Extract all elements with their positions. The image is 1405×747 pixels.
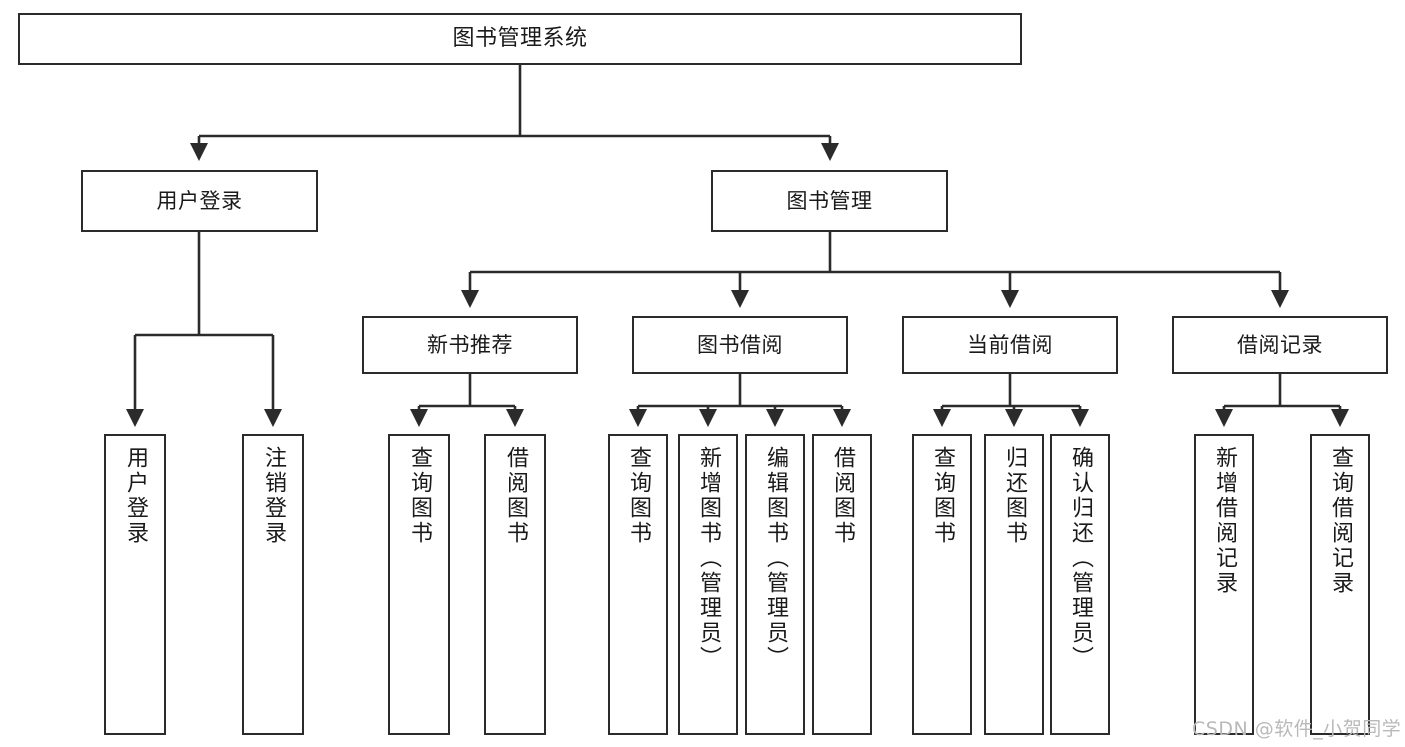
node-label: 新增图书（管理员） <box>696 446 721 671</box>
node-label: 当前借阅 <box>967 332 1053 357</box>
node-label: 归还图书 <box>1002 446 1027 546</box>
leaf-add-book[interactable]: 新增图书（管理员） <box>678 434 738 735</box>
node-borrow-records[interactable]: 借阅记录 <box>1172 316 1388 374</box>
leaf-query-book-recommend[interactable]: 查询图书 <box>388 434 450 735</box>
leaf-query-book-borrow[interactable]: 查询图书 <box>608 434 668 735</box>
leaf-add-borrow-record[interactable]: 新增借阅记录 <box>1194 434 1254 735</box>
node-label: 编辑图书（管理员） <box>763 446 788 671</box>
node-label: 新书推荐 <box>427 332 513 357</box>
leaf-user-logout[interactable]: 注销登录 <box>242 434 304 735</box>
node-root-system[interactable]: 图书管理系统 <box>18 13 1022 65</box>
node-new-book-recommend[interactable]: 新书推荐 <box>362 316 578 374</box>
leaf-query-borrow-record[interactable]: 查询借阅记录 <box>1310 434 1370 735</box>
leaf-confirm-return[interactable]: 确认归还（管理员） <box>1050 434 1110 735</box>
node-label: 新增借阅记录 <box>1212 446 1237 596</box>
leaf-borrow-book-recommend[interactable]: 借阅图书 <box>484 434 546 735</box>
node-label: 确认归还（管理员） <box>1068 446 1093 671</box>
node-label: 用户登录 <box>156 188 243 213</box>
node-label: 图书管理系统 <box>452 26 588 52</box>
node-label: 查询图书 <box>930 446 955 546</box>
leaf-user-login[interactable]: 用户登录 <box>104 434 166 735</box>
node-user-login[interactable]: 用户登录 <box>81 170 318 232</box>
leaf-borrow-book[interactable]: 借阅图书 <box>812 434 872 735</box>
node-label: 查询图书 <box>626 446 651 546</box>
node-label: 用户登录 <box>123 446 148 546</box>
csdn-watermark: CSDN @软件_小贺同学 <box>1192 718 1402 740</box>
node-current-borrow[interactable]: 当前借阅 <box>902 316 1118 374</box>
node-book-management[interactable]: 图书管理 <box>711 170 948 232</box>
leaf-edit-book[interactable]: 编辑图书（管理员） <box>745 434 805 735</box>
leaf-query-book-current[interactable]: 查询图书 <box>912 434 972 735</box>
node-book-borrow[interactable]: 图书借阅 <box>632 316 848 374</box>
node-label: 查询图书 <box>407 446 432 546</box>
node-label: 查询借阅记录 <box>1328 446 1353 596</box>
node-label: 图书管理 <box>786 188 873 213</box>
node-label: 借阅图书 <box>830 446 855 546</box>
node-label: 注销登录 <box>261 446 286 546</box>
leaf-return-book[interactable]: 归还图书 <box>984 434 1044 735</box>
node-label: 借阅记录 <box>1237 332 1323 357</box>
node-label: 图书借阅 <box>697 332 783 357</box>
node-label: 借阅图书 <box>503 446 528 546</box>
